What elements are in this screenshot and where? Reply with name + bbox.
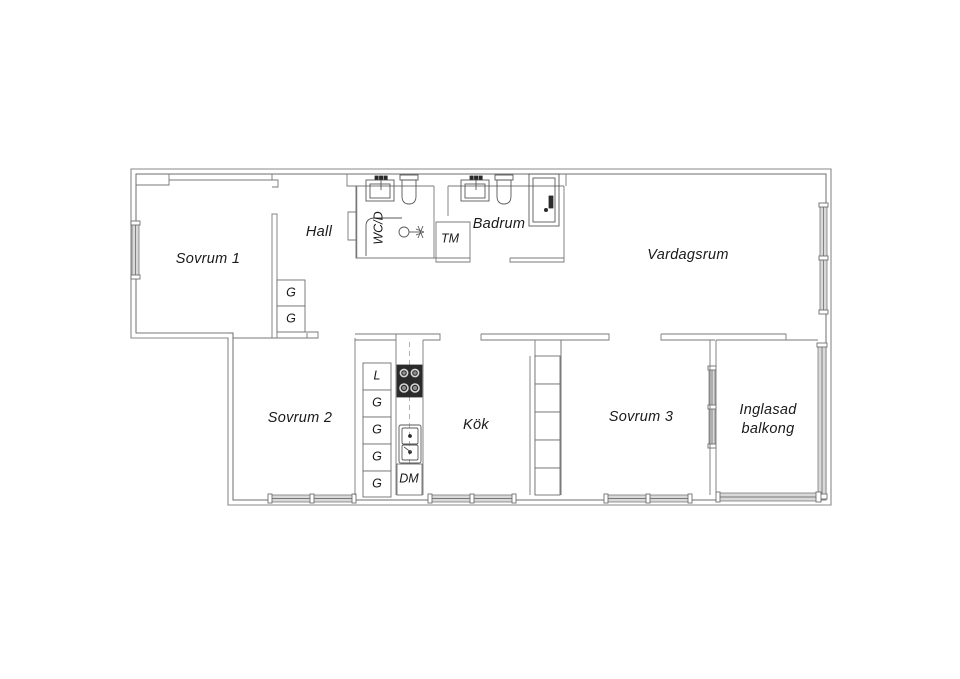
kitchen-appliances	[362, 362, 423, 498]
badrum-sink-icon	[460, 175, 490, 202]
room-label-sovrum-2: Sovrum 2	[268, 410, 332, 426]
appliance-label-g-4: G	[372, 476, 382, 490]
window-left-sovrum1	[130, 220, 141, 280]
room-label-hall: Hall	[306, 224, 333, 240]
appliance-label-l: L	[374, 368, 381, 382]
wc-toilet-icon	[399, 174, 419, 205]
hall-closet-block	[276, 279, 319, 339]
room-label-tm: TM	[441, 231, 460, 245]
appliance-label-dm: DM	[399, 471, 419, 485]
room-labels: Sovrum 1 Hall WC/D TM Badrum Vardagsrum …	[176, 211, 797, 436]
room-label-inglasad-balkong-line2: balkong	[742, 421, 795, 437]
window-bottom-sovrum3	[603, 493, 693, 504]
room-label-kok: Kök	[463, 417, 489, 433]
window-bottom-balkong	[715, 491, 822, 503]
windows-group	[130, 202, 829, 504]
window-bottom-sovrum2	[267, 493, 357, 504]
room-label-badrum: Badrum	[473, 216, 526, 232]
room-label-inglasad-balkong-line1: Inglasad	[739, 402, 797, 418]
dishwasher-cell	[396, 463, 423, 496]
kok-closet-cells	[534, 355, 561, 496]
room-label-vardagsrum: Vardagsrum	[647, 247, 728, 263]
kitchen-cabinet-column	[362, 362, 392, 498]
appliance-label-hall-g-2: G	[286, 311, 296, 325]
interior-walls-upper	[136, 174, 567, 339]
window-right-vardagsrum	[818, 202, 829, 315]
window-bottom-kok	[427, 493, 517, 504]
bathroom-fixtures	[365, 173, 560, 256]
appliance-label-g-1: G	[372, 395, 382, 409]
interior-walls-lower	[354, 333, 818, 496]
appliance-labels: L G G G G DM G G	[286, 285, 419, 490]
badrum-bathtub-icon	[528, 173, 560, 227]
kitchen-stove-icon	[396, 364, 423, 398]
wc-sink-icon	[365, 175, 395, 202]
window-right-balkong	[816, 342, 828, 501]
window-balkong-divider	[707, 365, 717, 449]
room-label-sovrum-1: Sovrum 1	[176, 251, 240, 267]
kitchen-sink-icon	[398, 424, 422, 464]
badrum-toilet-icon	[494, 174, 514, 205]
badrum-room-walls	[447, 185, 565, 263]
appliance-label-hall-g-1: G	[286, 285, 296, 299]
room-label-sovrum-3: Sovrum 3	[609, 409, 673, 425]
tm-box	[435, 221, 471, 263]
wc-d-room-walls	[347, 185, 436, 259]
appliance-label-g-3: G	[372, 449, 382, 463]
room-label-wc-d: WC/D	[371, 211, 385, 244]
appliance-label-g-2: G	[372, 422, 382, 436]
wc-shower-icon	[365, 217, 425, 256]
